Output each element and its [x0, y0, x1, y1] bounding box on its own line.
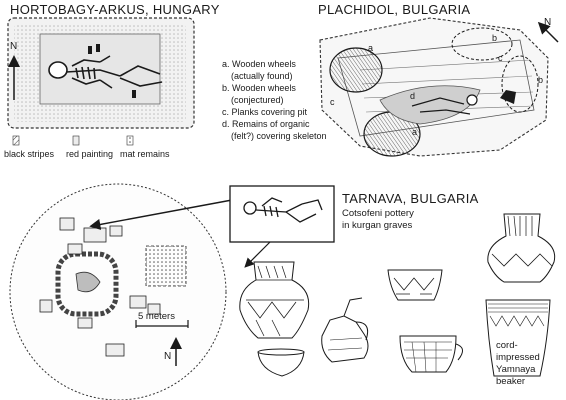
plachidol-letter-a-top: a	[368, 43, 374, 53]
inset-box	[229, 185, 335, 243]
legend-b1: b. Wooden wheels	[222, 83, 296, 93]
pottery-bowl	[257, 348, 305, 377]
wheel-b-bottom	[501, 55, 539, 113]
pottery-yamnaya-beaker	[485, 299, 551, 377]
inset-pointer	[244, 241, 271, 268]
grave	[147, 303, 161, 315]
plachidol-letter-a-bottom: a	[412, 127, 418, 137]
hortobagy-title: HORTOBAGY-ARKUS, HUNGARY	[10, 2, 220, 17]
pottery-jug	[321, 297, 369, 363]
grave	[105, 343, 125, 357]
legend-a1: a. Wooden wheels	[222, 59, 296, 69]
grave	[59, 217, 75, 231]
hortobagy-legend-red: red painting	[66, 149, 114, 159]
grave	[145, 245, 187, 287]
pottery-cup-middle	[387, 269, 443, 301]
tarnava-inset-grave	[229, 185, 335, 268]
plachidol-north-label: N	[544, 17, 552, 28]
plachidol-letter-b-top: b	[492, 33, 498, 43]
plachidol-letter-b-bottom: b	[538, 75, 544, 85]
black-stripes-swatch	[12, 135, 20, 146]
grave	[39, 299, 53, 313]
plachidol-letter-d: d	[410, 91, 416, 101]
grave	[77, 317, 93, 329]
wheel-a-top	[329, 47, 383, 93]
legend-d1: d. Remains of organic	[222, 119, 310, 129]
plachidol-title: PLACHIDOL, BULGARIA	[318, 2, 471, 17]
wheel-b-top	[451, 27, 513, 61]
beaker-caption-4: beaker	[496, 376, 526, 387]
pottery-amphora-right	[487, 213, 556, 283]
hortobagy-panel	[7, 17, 195, 146]
tarnava-title: TARNAVA, BULGARIA	[342, 191, 479, 206]
organic-covering	[379, 85, 481, 125]
legend-c: c. Planks covering pit	[222, 107, 308, 117]
hortobagy-skeleton	[48, 55, 163, 89]
tarnava-subtitle-line2: in kurgan graves	[342, 220, 413, 231]
hortobagy-legend-black: black stripes	[4, 149, 55, 159]
legend-b2: (conjectured)	[231, 95, 284, 105]
scale-label: 5 meters	[138, 311, 175, 322]
tarnava-kurgan-plan	[9, 183, 233, 400]
plachidol-letter-c-left: c	[330, 97, 335, 107]
tarnava-subtitle-line1: Cotsofeni pottery	[342, 208, 414, 219]
hortobagy-north-label: N	[10, 41, 18, 52]
tarnava-subtitle: Cotsofeni pottery in kurgan graves	[342, 208, 414, 232]
pottery-handled-cup	[399, 335, 463, 373]
black-stripes	[88, 44, 136, 98]
beaker-caption-2: impressed	[496, 352, 540, 363]
legend-d2: (felt?) covering skeleton	[231, 131, 327, 141]
tarnava-north-label: N	[164, 351, 172, 362]
grave	[83, 227, 107, 243]
grave	[129, 295, 147, 309]
pottery-amphora-left	[239, 261, 310, 339]
mat-remains-swatch	[126, 135, 134, 146]
pottery-group	[239, 213, 556, 377]
plachidol-legend: a. Wooden wheels (actually found) b. Woo…	[222, 58, 327, 142]
beaker-caption-1: cord-	[496, 340, 518, 351]
grave	[67, 243, 83, 255]
pointer-arrow	[89, 199, 233, 230]
hortobagy-legend-mat: mat remains	[120, 149, 170, 159]
kurgan-outline	[9, 183, 227, 400]
plachidol-panel	[319, 17, 559, 157]
red-painting-swatch	[72, 135, 80, 146]
plachidol-letter-c-top: c	[498, 53, 503, 63]
beaker-caption: cord- impressed Yamnaya beaker	[496, 340, 540, 388]
legend-a2: (actually found)	[231, 71, 293, 81]
grave	[109, 225, 123, 237]
beaker-caption-3: Yamnaya	[496, 364, 536, 375]
stone-ring	[55, 251, 119, 317]
